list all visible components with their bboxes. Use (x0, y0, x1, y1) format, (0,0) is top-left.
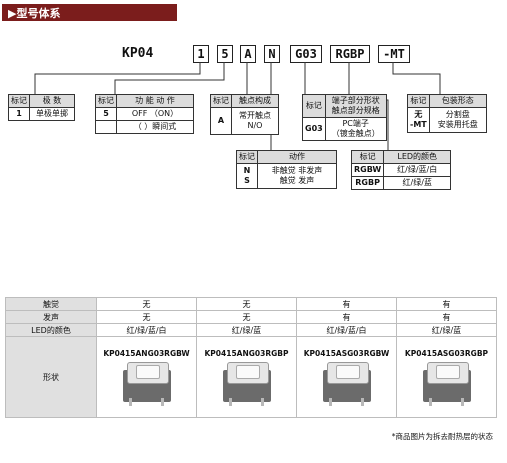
package-mark: 无 -MT (407, 107, 430, 133)
led-head-mark: 标记 (350, 150, 385, 164)
contact-table: 标记 触点构成 A 常开触点 N/O (210, 94, 279, 135)
cell-tactile-2: 无 (196, 297, 297, 311)
function-mark-2 (95, 120, 117, 134)
cell-led-1: 红/绿/蓝/白 (96, 323, 197, 337)
row-label-led: LED的颜色 (5, 323, 97, 337)
cell-led-2: 红/绿/蓝 (196, 323, 297, 337)
function-table: 标记 功 能 动 作 5 OFF （ON） （ ）瞬间式 (95, 94, 194, 134)
cell-sound-4: 有 (396, 310, 497, 324)
led-table: 标记 LED的颜色 RGBW 红/绿/蓝/白 RGBP 红/绿/蓝 (350, 150, 452, 190)
part-number-2: KP0415ANG03RGBP (204, 348, 289, 358)
code-terminal: G03 (290, 45, 322, 63)
code-contact: A (240, 45, 256, 63)
code-package: -MT (378, 45, 410, 63)
action-table: 标记 动作 N S 非触觉 非发声 触觉 发声 (236, 150, 337, 189)
row-label-tactile: 触觉 (5, 297, 97, 311)
section-title-bar: ▶型号体系 (2, 4, 177, 21)
cell-tactile-4: 有 (396, 297, 497, 311)
action-mark: N S (236, 163, 258, 189)
switch-image-1 (119, 360, 175, 406)
cell-shape-1: KP0415ANG03RGBW (96, 336, 197, 418)
function-head-label: 功 能 动 作 (116, 94, 194, 108)
switch-image-3 (319, 360, 375, 406)
poles-table: 标记 极 数 1 单极单掷 (8, 94, 75, 121)
led-desc-1: 红/绿/蓝/白 (383, 163, 452, 177)
switch-image-2 (219, 360, 275, 406)
code-led: RGBP (330, 45, 370, 63)
contact-mark: A (210, 107, 232, 135)
led-mark-1: RGBW (350, 163, 385, 177)
section-title: ▶型号体系 (8, 7, 61, 20)
row-label-shape: 形状 (5, 336, 97, 418)
terminal-head-label: 端子部分形状 触点部分规格 (324, 94, 387, 118)
comparison-row-sound: 发声 无 无 有 有 (5, 310, 497, 324)
comparison-row-shape: 形状 KP0415ANG03RGBW KP0415ANG03RGBP KP041… (5, 336, 497, 418)
part-number-1: KP0415ANG03RGBW (103, 348, 190, 358)
action-head-mark: 标记 (236, 150, 258, 164)
cell-sound-1: 无 (96, 310, 197, 324)
cell-sound-2: 无 (196, 310, 297, 324)
code-poles: 1 (193, 45, 209, 63)
row-label-sound: 发声 (5, 310, 97, 324)
poles-head-label: 极 数 (29, 94, 75, 108)
cell-led-4: 红/绿/蓝 (396, 323, 497, 337)
poles-desc: 单极单掷 (29, 107, 75, 121)
switch-image-4 (419, 360, 475, 406)
cell-led-3: 红/绿/蓝/白 (296, 323, 397, 337)
action-desc: 非触觉 非发声 触觉 发声 (257, 163, 337, 189)
led-mark-2: RGBP (350, 176, 385, 190)
code-action: N (264, 45, 280, 63)
package-head-label: 包装形态 (428, 94, 487, 108)
poles-head-mark: 标记 (8, 94, 30, 108)
function-desc-2: （ ）瞬间式 (116, 120, 194, 134)
cell-shape-4: KP0415ASG03RGBP (396, 336, 497, 418)
contact-head-mark: 标记 (210, 94, 232, 108)
comparison-row-led: LED的颜色 红/绿/蓝/白 红/绿/蓝 红/绿/蓝/白 红/绿/蓝 (5, 323, 497, 337)
cell-shape-3: KP0415ASG03RGBW (296, 336, 397, 418)
function-head-mark: 标记 (95, 94, 117, 108)
contact-desc: 常开触点 N/O (231, 107, 279, 135)
led-head-label: LED的颜色 (383, 150, 452, 164)
cell-shape-2: KP0415ANG03RGBP (196, 336, 297, 418)
part-number-4: KP0415ASG03RGBP (404, 348, 489, 358)
cell-tactile-3: 有 (296, 297, 397, 311)
terminal-head-mark: 标记 (302, 94, 326, 118)
package-head-mark: 标记 (407, 94, 430, 108)
cell-sound-3: 有 (296, 310, 397, 324)
action-head-label: 动作 (257, 150, 337, 164)
function-desc-1: OFF （ON） (116, 107, 194, 121)
package-table: 标记 包装形态 无 -MT 分割盘 安装用托盘 (407, 94, 487, 133)
cell-tactile-1: 无 (96, 297, 197, 311)
comparison-table: 触觉 无 无 有 有 发声 无 无 有 有 LED的颜色 红/绿/蓝/白 红/绿… (5, 297, 497, 418)
terminal-mark: G03 (302, 117, 326, 141)
poles-mark: 1 (8, 107, 30, 121)
footnote: *商品图片为拆去耐热层的状态 (391, 432, 493, 441)
terminal-table: 标记 端子部分形状 触点部分规格 G03 PC端子 （镀金触点） (302, 94, 387, 141)
package-desc: 分割盘 安装用托盘 (428, 107, 487, 133)
comparison-row-tactile: 触觉 无 无 有 有 (5, 297, 497, 311)
function-mark-1: 5 (95, 107, 117, 121)
part-number-3: KP0415ASG03RGBW (303, 348, 390, 358)
code-function: 5 (217, 45, 233, 63)
model-prefix: KP04 (122, 46, 154, 61)
led-desc-2: 红/绿/蓝 (383, 176, 452, 190)
contact-head-label: 触点构成 (231, 94, 279, 108)
terminal-desc: PC端子 （镀金触点） (324, 117, 387, 141)
